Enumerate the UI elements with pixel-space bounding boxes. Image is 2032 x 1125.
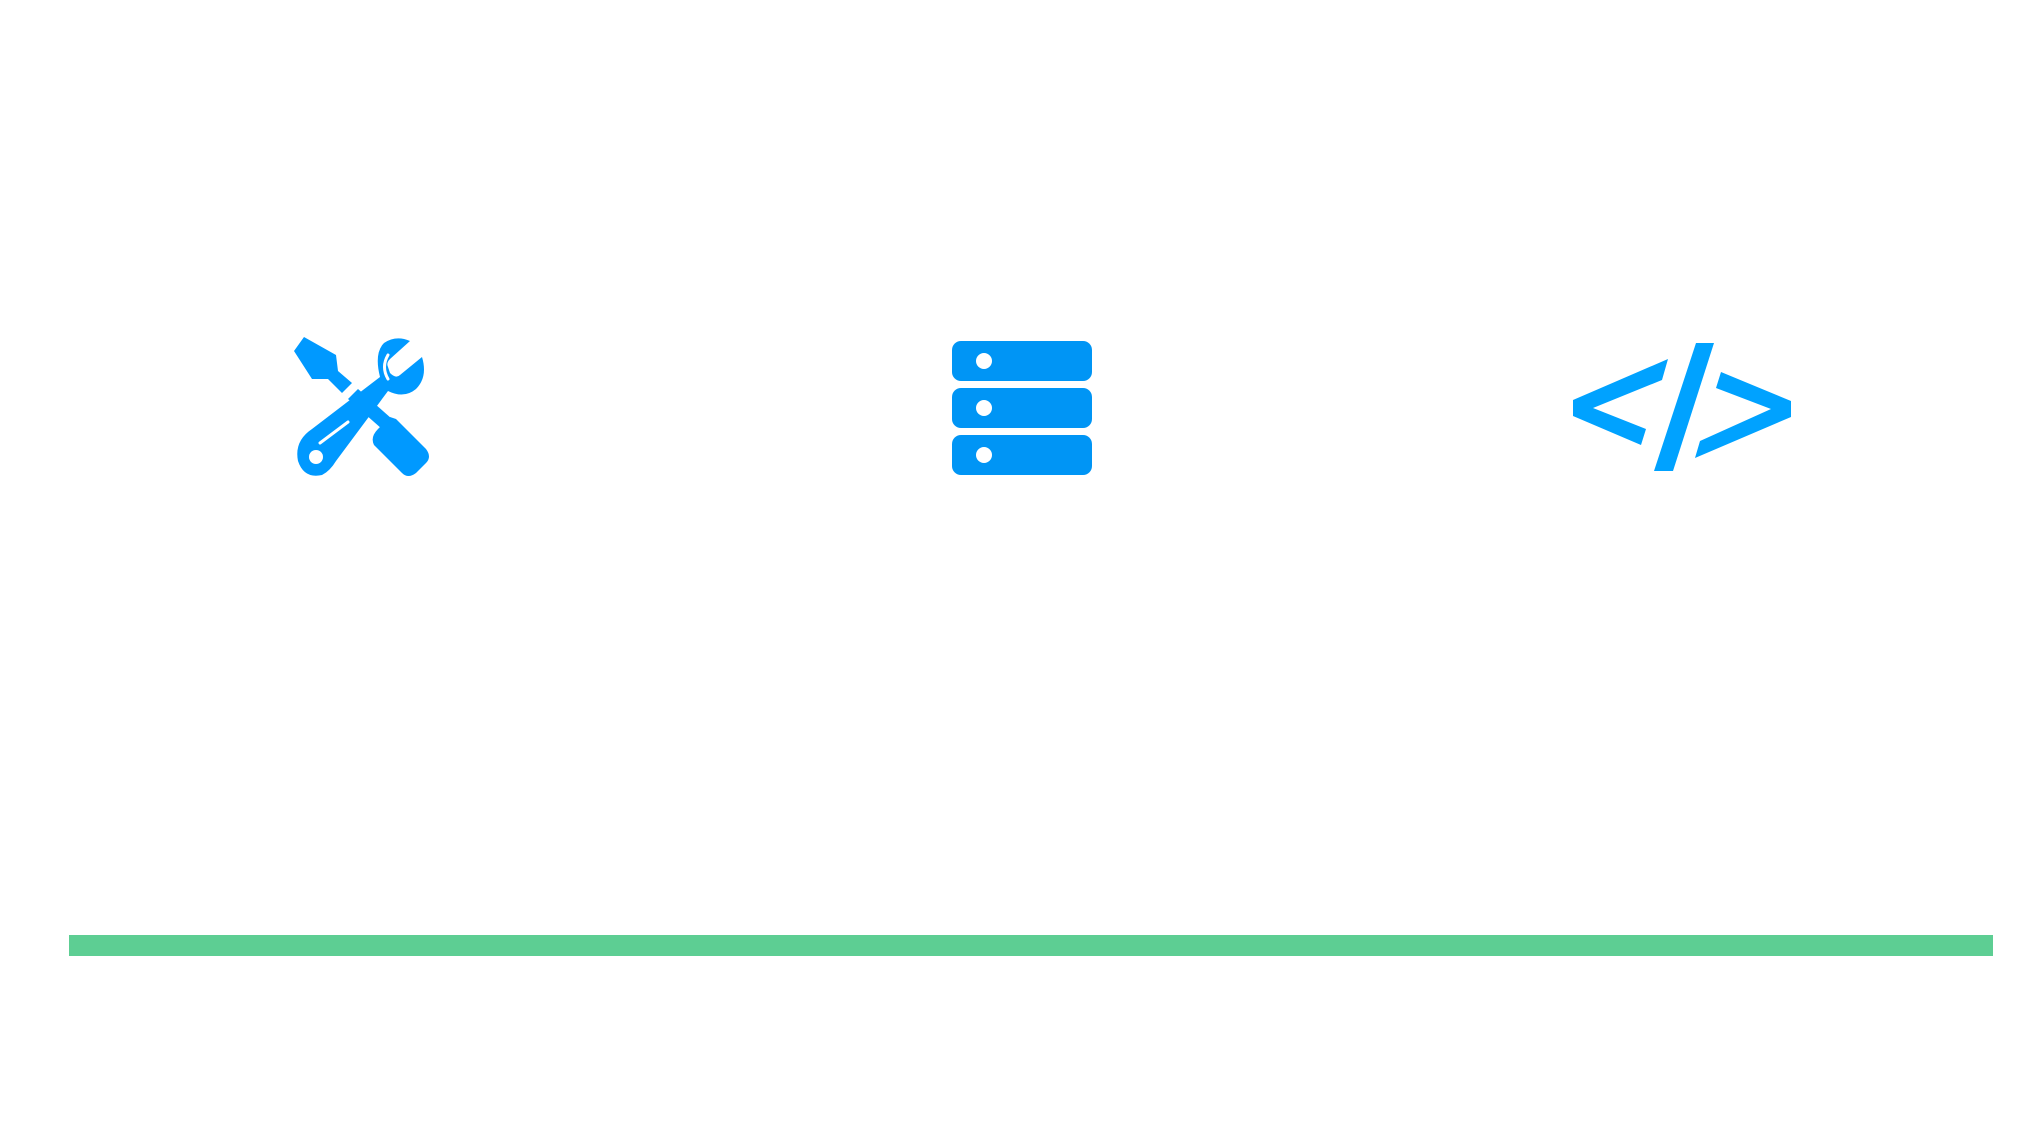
section-divider xyxy=(69,935,1993,956)
server-icon xyxy=(952,341,1092,475)
code-icon-slot xyxy=(1572,333,1792,483)
tools-icon xyxy=(294,337,429,476)
code-icon xyxy=(1573,343,1791,471)
server-icon-slot xyxy=(912,333,1132,483)
tools-icon-slot xyxy=(252,333,472,483)
